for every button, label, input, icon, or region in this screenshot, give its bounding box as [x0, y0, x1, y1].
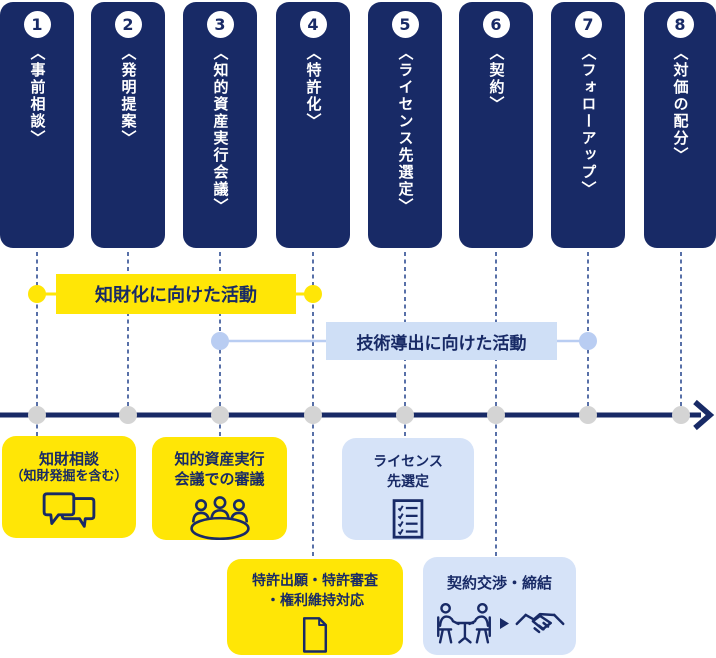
box-title-line2: 会議での審議 [174, 470, 265, 489]
pillar-label: 〈特許化〉 [304, 45, 323, 130]
milestone-dot-blue [579, 332, 597, 350]
box-ip-consultation: 知財相談 （知財発掘を含む） [2, 436, 136, 538]
pillar-number-badge: 2 [114, 11, 142, 38]
handshake-icon [515, 613, 565, 634]
box-title: 契約交渉・締結 [446, 574, 552, 592]
timeline-dot [304, 406, 322, 424]
pillar-number-badge: 6 [482, 11, 510, 38]
pillar-number-badge: 8 [666, 11, 694, 38]
checklist-icon [392, 499, 424, 539]
pillar-8-compensation: 8 〈対価の配分〉 [644, 2, 716, 248]
speech-bubbles-icon [42, 492, 96, 528]
box-patent-filing: 特許出願・特許審査 ・権利維持対応 [227, 559, 403, 655]
box-title-line1: ライセンス [373, 454, 443, 470]
box-licensee-selection: ライセンス 先選定 [342, 438, 474, 540]
band-ip-activities: 知財化に向けた活動 [56, 274, 296, 314]
negotiation-icon [437, 603, 491, 644]
timeline-dot [487, 406, 505, 424]
document-icon [302, 617, 328, 653]
pillar-label: 〈事前相談〉 [28, 45, 47, 147]
timeline-dot [579, 406, 597, 424]
pillar-6-contract: 6 〈契約〉 [459, 2, 533, 248]
timeline-dot [28, 406, 46, 424]
timeline-dot [211, 406, 229, 424]
milestone-dot-blue [211, 332, 229, 350]
pillar-number-badge: 4 [299, 11, 327, 38]
box-title-line2: ・権利維持対応 [266, 592, 364, 609]
box-title-line2: 先選定 [387, 473, 429, 490]
pillar-number-badge: 7 [574, 11, 602, 38]
pillar-7-follow-up: 7 〈フォローアップ〉 [551, 2, 625, 248]
pillar-3-ip-council: 3 〈知的資産実行会議〉 [183, 2, 257, 248]
box-title: 知財相談 [38, 450, 99, 468]
arrow-right-icon [500, 617, 509, 629]
box-subtitle: （知財発掘を含む） [10, 469, 128, 485]
band-tech-label: 技術導出に向けた活動 [356, 333, 527, 354]
box-contract-negotiation: 契約交渉・締結 [423, 557, 576, 655]
pillar-number-badge: 1 [23, 11, 51, 38]
timeline-dot [396, 406, 414, 424]
milestone-dot-yellow [28, 285, 46, 303]
box-title-line1: 特許出願・特許審査 [252, 573, 378, 589]
timeline-dot [672, 406, 690, 424]
pillar-2-invention-proposal: 2 〈発明提案〉 [91, 2, 165, 248]
pillar-label: 〈発明提案〉 [119, 45, 138, 147]
pillar-label: 〈ライセンス先選定〉 [396, 45, 415, 215]
milestone-dot-yellow [304, 285, 322, 303]
pillar-label: 〈知的資産実行会議〉 [211, 45, 230, 215]
pillar-number-badge: 3 [206, 11, 234, 38]
band-ip-label: 知財化に向けた活動 [95, 285, 257, 306]
pillar-5-licensee-selection: 5 〈ライセンス先選定〉 [368, 2, 442, 248]
meeting-table-icon [189, 495, 250, 540]
contract-icons-row [434, 600, 565, 646]
timeline-arrow-icon [693, 399, 715, 431]
timeline-dot [119, 406, 137, 424]
pillar-number-badge: 5 [391, 11, 419, 38]
box-title-line1: 知的資産実行 [174, 450, 265, 468]
pillar-4-patenting: 4 〈特許化〉 [276, 2, 350, 248]
box-ip-council-review: 知的資産実行 会議での審議 [152, 437, 287, 540]
pillar-1-prior-consultation: 1 〈事前相談〉 [0, 2, 74, 248]
pillar-label: 〈対価の配分〉 [671, 45, 690, 164]
band-tech-transfer-activities: 技術導出に向けた活動 [326, 322, 557, 360]
pillar-label: 〈フォローアップ〉 [579, 45, 598, 198]
pillar-label: 〈契約〉 [487, 45, 506, 113]
